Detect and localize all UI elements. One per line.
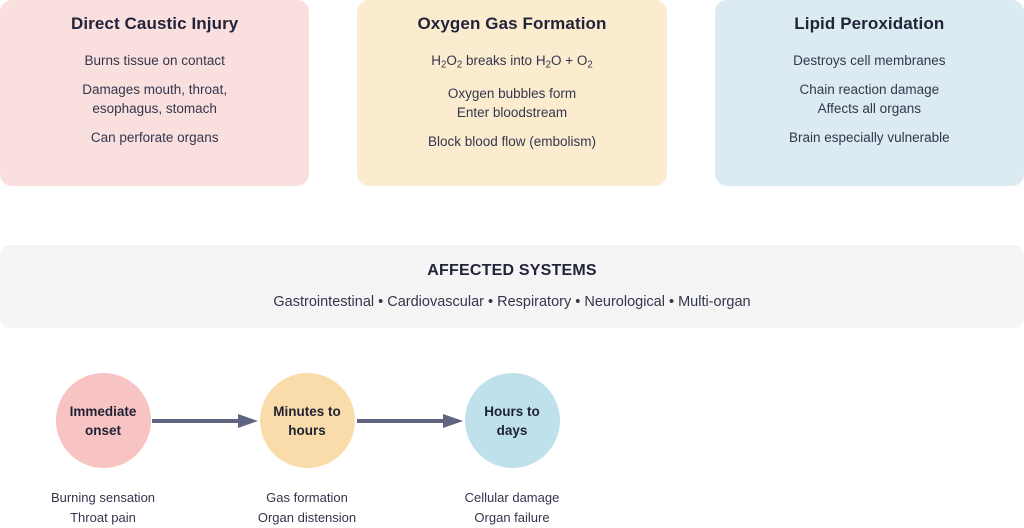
card-line: Damages mouth, throat, [82,82,228,97]
timeline-circle-immediate-onset: Immediate onset [55,373,151,468]
card-line: Destroys cell membranes [793,53,946,68]
card-line: esophagus, stomach [92,101,217,116]
timeline-caption-line1: Cellular damage [464,490,560,505]
card-line: Can perforate organs [90,130,219,145]
card-line: Oxygen bubbles form [447,86,577,102]
card-line: Chain reaction damage [799,82,940,97]
timeline-circle-label-line1: Immediate [69,403,137,419]
timeline-circle-minutes-to-hours: Minutes to hours [259,373,355,468]
timeline-caption-line1: Burning sensation [50,490,156,505]
card-line: Burns tissue on contact [84,53,225,68]
timeline-caption-line1: Gas formation [266,490,348,505]
card-line: Enter bloodstream [456,105,568,121]
timeline-arrow-1 [152,414,258,428]
card-title: Lipid Peroxidation [794,14,945,33]
card-line: Brain especially vulnerable [789,130,950,145]
card-title: Direct Caustic Injury [70,14,239,33]
timeline-circle-label-line2: days [496,422,528,438]
mechanism-card-direct-caustic-injury: Direct Caustic Injury Burns tissue on co… [0,0,310,186]
timeline-arrow-2 [357,414,463,428]
mechanism-card-oxygen-gas-formation: Oxygen Gas Formation H2O2 breaks into H2… [357,0,667,186]
timeline-circle-label-line1: Minutes to [273,403,341,419]
timeline-caption-line2: Organ distension [257,510,357,525]
timeline-caption-line2: Throat pain [70,510,136,525]
timeline-caption-hours-to-days: Cellular damage Organ failure [402,488,622,528]
affected-systems-title: AFFECTED SYSTEMS [427,262,597,279]
affected-systems-list: Gastrointestinal • Cardiovascular • Resp… [273,294,751,310]
card-line: Block blood flow (embolism) [427,134,597,150]
mechanism-card-lipid-peroxidation: Lipid Peroxidation Destroys cell membran… [714,0,1024,186]
timeline-caption-immediate-onset: Burning sensation Throat pain [0,488,213,528]
timeline-caption-line2: Organ failure [474,510,550,525]
progression-timeline: Immediate onset Minutes to hours Hours t… [0,360,1024,525]
mechanism-cards-row: Direct Caustic Injury Burns tissue on co… [0,0,1024,186]
card-line-chemical-formula: H2O2 breaks into H2O + O2 [431,53,593,71]
timeline-circle-label-line1: Hours to [484,403,540,419]
timeline-circle-label-line2: hours [288,422,326,438]
affected-systems-banner: AFFECTED SYSTEMS Gastrointestinal • Card… [0,245,1024,328]
card-title: Oxygen Gas Formation [417,14,607,33]
arrow-right-icon [152,414,258,428]
timeline-caption-minutes-to-hours: Gas formation Organ distension [197,488,417,528]
timeline-circle-hours-to-days: Hours to days [464,373,560,468]
timeline-circle-label-line2: onset [84,422,121,438]
arrow-right-icon [357,414,463,428]
card-line: Affects all organs [817,101,921,116]
